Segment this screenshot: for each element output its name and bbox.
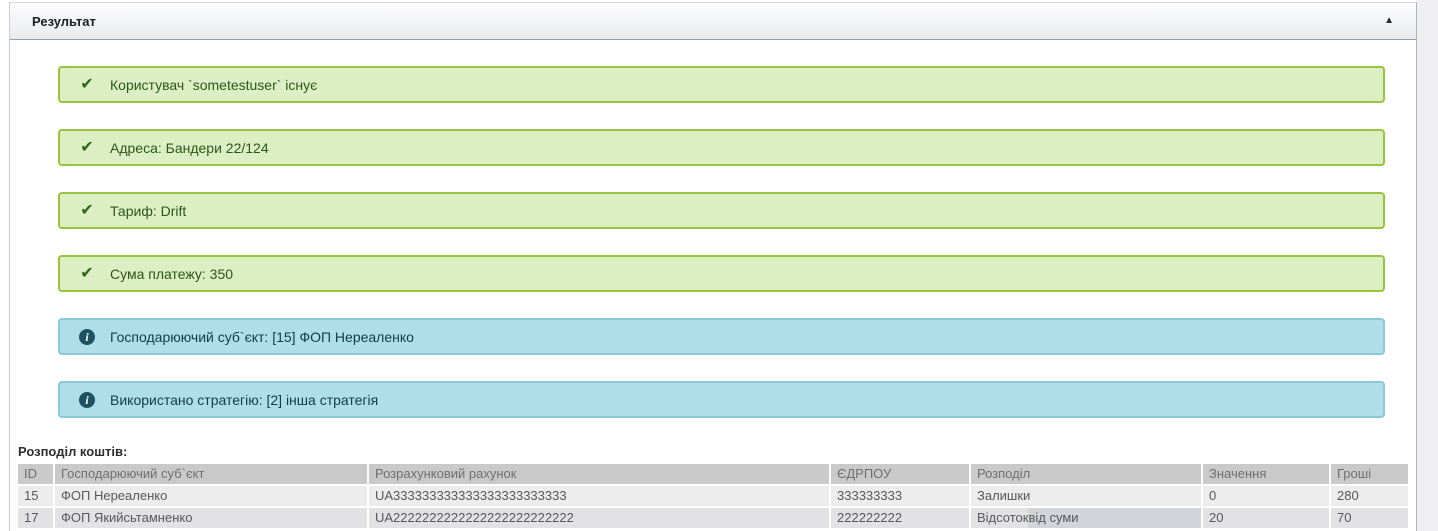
check-icon-glyph: ✔ (80, 201, 94, 219)
distribution-label: Розподіл коштів: (18, 444, 128, 459)
table-cell: UA2222222222222222222222222 (369, 508, 829, 528)
table-header-cell: Значення (1203, 464, 1329, 484)
table-cell: 17 (18, 508, 53, 528)
panel-body: ✔ Користувач `sometestuser` існує ✔ Адре… (10, 40, 1416, 528)
table-cell: 70 (1331, 508, 1408, 528)
collapse-arrow-icon[interactable]: ▲ (1384, 15, 1394, 26)
alert-text: Адреса: Бандери 22/124 (110, 139, 269, 156)
table-cell: Залишки (971, 486, 1201, 506)
alert-success: ✔ Тариф: Drift (58, 192, 1385, 229)
table-cell: ФОП Якийсьтамненко (55, 508, 367, 528)
check-icon-glyph: ✔ (80, 75, 94, 93)
check-icon: ✔ (78, 201, 96, 219)
alert-info: i Використано стратегію: [2] інша страте… (58, 381, 1385, 418)
alert-text: Сума платежу: 350 (110, 265, 234, 282)
table-cell: 20 (1203, 508, 1329, 528)
table-header-cell: Розподіл (971, 464, 1201, 484)
table-cell: 333333333 (831, 486, 969, 506)
selected-text: від суми (1028, 508, 1201, 528)
table-header-cell: ID (18, 464, 53, 484)
check-icon: ✔ (78, 264, 96, 282)
info-icon-glyph: i (79, 391, 95, 408)
alert-text: Використано стратегію: [2] інша стратегі… (110, 391, 379, 408)
alert-text: Користувач `sometestuser` існує (110, 76, 318, 93)
table-cell: Відсоток від суми (971, 508, 1201, 528)
result-panel: Результат ▲ ✔ Користувач `sometestuser` … (9, 2, 1417, 531)
info-icon-glyph: i (79, 328, 95, 345)
check-icon: ✔ (78, 138, 96, 156)
table-cell: 0 (1203, 486, 1329, 506)
alerts-list: ✔ Користувач `sometestuser` існує ✔ Адре… (10, 66, 1416, 418)
table-header-cell: ЄДРПОУ (831, 464, 969, 484)
check-icon-glyph: ✔ (80, 264, 94, 282)
info-icon: i (78, 328, 96, 345)
alert-text: Господарюючий суб`єкт: [15] ФОП Нереален… (110, 328, 414, 345)
alert-success: ✔ Користувач `sometestuser` існує (58, 66, 1385, 103)
panel-title: Результат (32, 13, 96, 29)
table-header-cell: Господарюючий суб`єкт (55, 464, 367, 484)
table-cell: 280 (1331, 486, 1408, 506)
info-icon: i (78, 391, 96, 408)
panel-header[interactable]: Результат ▲ (10, 2, 1416, 40)
table-cell: UA333333333333333333333333 (369, 486, 829, 506)
table-cell: ФОП Нереаленко (55, 486, 367, 506)
page-right-gutter (1417, 0, 1438, 531)
table-header-cell: Розрахунковий рахунок (369, 464, 829, 484)
alert-success: ✔ Сума платежу: 350 (58, 255, 1385, 292)
check-icon-glyph: ✔ (80, 138, 94, 156)
table-header-cell: Гроші (1331, 464, 1408, 484)
alert-text: Тариф: Drift (110, 202, 187, 219)
alert-info: i Господарюючий суб`єкт: [15] ФОП Нереал… (58, 318, 1385, 355)
alert-success: ✔ Адреса: Бандери 22/124 (58, 129, 1385, 166)
check-icon: ✔ (78, 75, 96, 93)
table-cell: 222222222 (831, 508, 969, 528)
table-cell: 15 (18, 486, 53, 506)
